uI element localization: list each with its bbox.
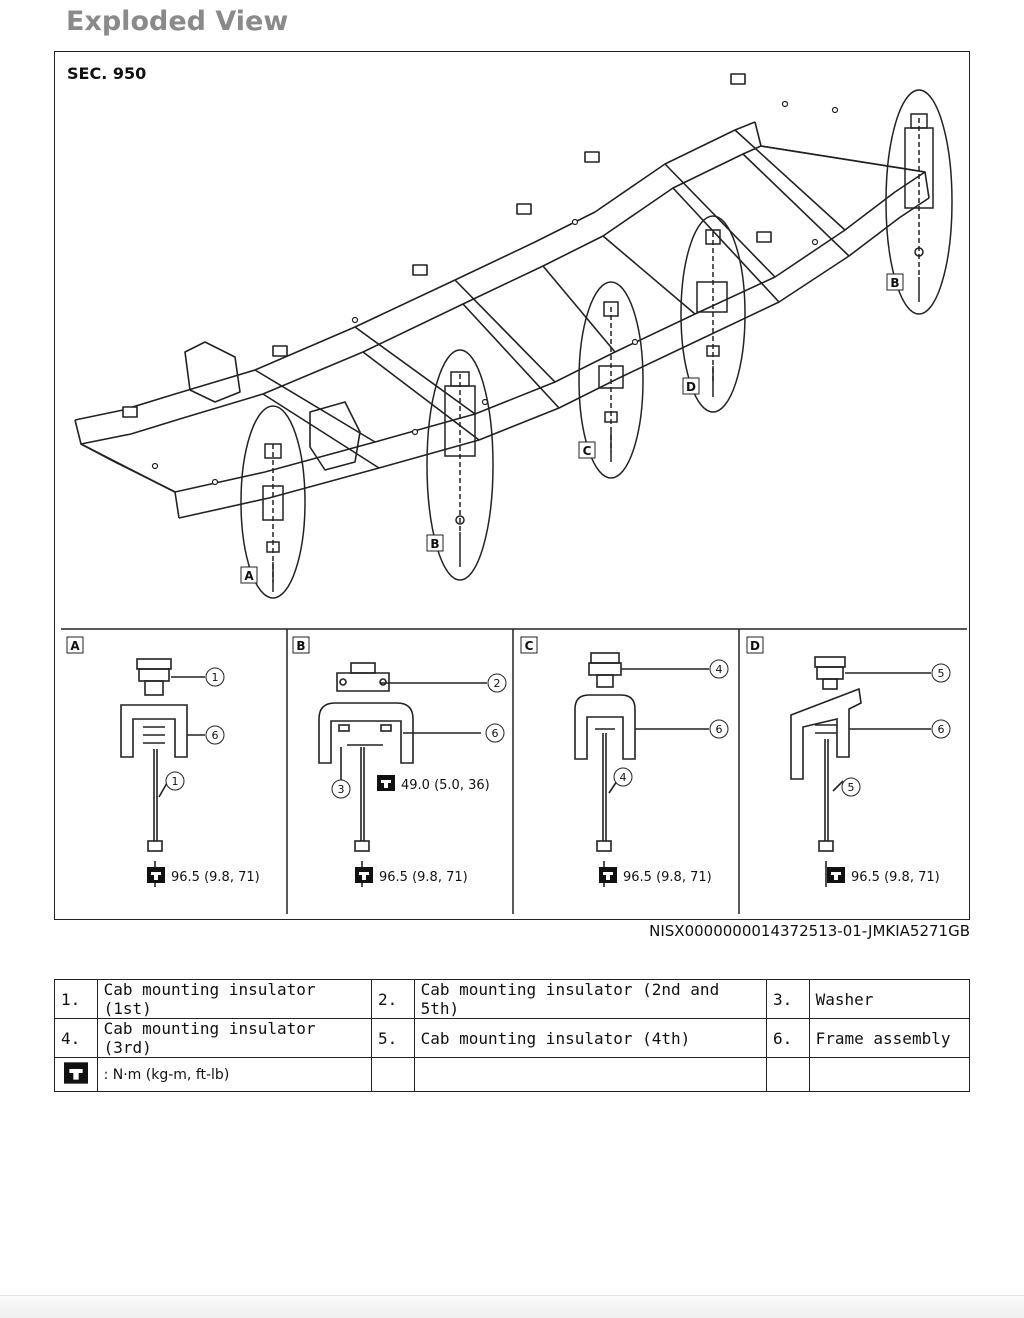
- legend-row: 4. Cab mounting insulator (3rd) 5. Cab m…: [54, 1018, 971, 1058]
- tag-b1: B: [430, 537, 439, 551]
- torque-d: 96.5 (9.8, 71): [851, 870, 940, 885]
- legend-num: 1.: [54, 979, 98, 1019]
- callout-mount-b1: [426, 349, 494, 581]
- detail-panel-c: C 4 6 4 96.5 (9.8, 71): [520, 636, 729, 887]
- callout-mount-c: [578, 281, 644, 479]
- legend-empty: [370, 1057, 415, 1092]
- torque-wrench-icon: [54, 1057, 98, 1092]
- torque-c: 96.5 (9.8, 71): [623, 870, 712, 885]
- detail-panel-a: A 1 6 1 96.5 (9.8, 71): [66, 636, 260, 887]
- tag-d: D: [686, 380, 696, 394]
- detail-panel-d: D 5 6 5 96.5 (9.8, 71): [746, 636, 951, 887]
- panel-letter-c: C: [525, 639, 534, 653]
- legend-empty: [413, 1057, 768, 1092]
- legend-row-torque: : N·m (kg-m, ft-lb): [54, 1057, 971, 1092]
- legend-text: Washer: [808, 979, 971, 1019]
- panel-letter-d: D: [750, 639, 760, 653]
- torque-a: 96.5 (9.8, 71): [171, 870, 260, 885]
- panel-letter-a: A: [70, 639, 80, 653]
- callout-a-1: 1: [212, 671, 219, 684]
- tag-b2: B: [890, 276, 899, 290]
- legend-empty: [766, 1057, 810, 1092]
- torque-icon-b2: [355, 867, 373, 883]
- tag-c: C: [583, 444, 592, 458]
- torque-icon-b1: [377, 775, 395, 791]
- torque-icon-a: [147, 867, 165, 883]
- callout-d-6: 6: [938, 723, 945, 736]
- callout-c-6: 6: [716, 723, 723, 736]
- exploded-view-figure: SEC. 950: [54, 51, 970, 920]
- torque-unit-text: : N·m (kg-m, ft-lb): [96, 1057, 372, 1092]
- callout-mount-b2: [885, 89, 953, 315]
- legend-text: Cab mounting insulator (2nd and 5th): [413, 979, 768, 1019]
- legend-table: 1. Cab mounting insulator (1st) 2. Cab m…: [54, 979, 971, 1092]
- legend-num: 2.: [370, 979, 415, 1019]
- callout-b-6: 6: [492, 727, 499, 740]
- callout-a-6: 6: [212, 729, 219, 742]
- legend-text: Frame assembly: [808, 1018, 971, 1058]
- callout-mount-d: [680, 215, 746, 413]
- legend-text: Cab mounting insulator (3rd): [96, 1018, 372, 1058]
- legend-text: Cab mounting insulator (4th): [413, 1018, 768, 1058]
- legend-num: 3.: [766, 979, 810, 1019]
- callout-c-4: 4: [716, 663, 723, 676]
- callout-b-3: 3: [338, 783, 345, 796]
- callout-b-2: 2: [494, 677, 501, 690]
- torque-icon-d: [827, 867, 845, 883]
- callout-mount-a: [240, 405, 306, 599]
- callout-d-5b: 5: [848, 781, 855, 794]
- frame-assembly: [74, 73, 930, 519]
- panel-letter-b: B: [296, 639, 305, 653]
- callout-c-4b: 4: [620, 771, 627, 784]
- torque-b-1: 49.0 (5.0, 36): [401, 778, 490, 793]
- legend-text: Cab mounting insulator (1st): [96, 979, 372, 1019]
- tag-a: A: [244, 569, 254, 583]
- legend-num: 4.: [54, 1018, 98, 1058]
- legend-row: 1. Cab mounting insulator (1st) 2. Cab m…: [54, 979, 971, 1019]
- legend-empty: [808, 1057, 971, 1092]
- legend-num: 6.: [766, 1018, 810, 1058]
- detail-panel-b: B 2 6 3 49.0 (5.0, 36) 96.5 (9.8: [292, 636, 507, 887]
- callout-a-1b: 1: [172, 775, 179, 788]
- frame-diagram: A B C D B A: [61, 73, 967, 914]
- legend-num: 5.: [370, 1018, 415, 1058]
- figure-id: NISX0000000014372513-01-JMKIA5271GB: [649, 922, 970, 940]
- viewer-bottom-bar: [0, 1295, 1024, 1318]
- main-letter-tags: A B C D B: [240, 273, 904, 584]
- torque-b-2: 96.5 (9.8, 71): [379, 870, 468, 885]
- page-heading: Exploded View: [66, 6, 289, 37]
- section-label: SEC. 950: [67, 64, 147, 83]
- callout-d-5: 5: [938, 667, 945, 680]
- torque-icon-c: [599, 867, 617, 883]
